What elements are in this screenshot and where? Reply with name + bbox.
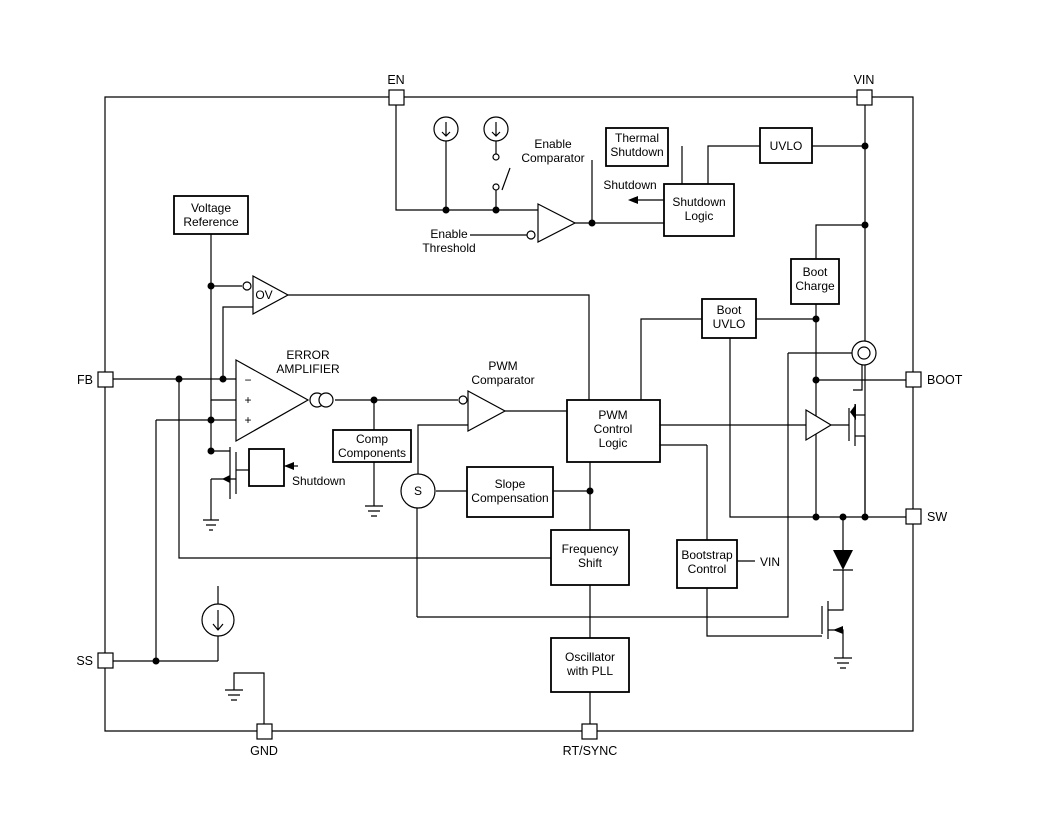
frequency-shift-block (550, 529, 630, 586)
pin-label-fb: FB (77, 373, 93, 387)
oscillator-pll-block (550, 637, 630, 693)
ov-label: OV (255, 288, 272, 302)
bootstrap-control-label-1: Bootstrap (681, 548, 733, 562)
pin-rt-sync (581, 723, 598, 740)
shutdown-logic-label-2: Logic (685, 209, 714, 223)
pin-label-boot: BOOT (927, 373, 963, 387)
ea-plus-input-2: + (244, 413, 251, 427)
high-side-fet-arrow-icon (850, 404, 856, 420)
voltage-reference-label-1: Voltage (191, 201, 231, 215)
summing-node-label: S (414, 484, 422, 498)
ov-comparator-symbol (242, 274, 290, 316)
boot-charge-label-1: Boot (803, 265, 828, 279)
shutdown-output-label: Shutdown (603, 178, 656, 192)
diode-icon (833, 550, 853, 571)
current-source-en-2 (483, 116, 509, 142)
enable-comparator-label-2: Comparator (521, 151, 584, 165)
uvlo-block (759, 127, 813, 164)
pin-label-rt-sync: RT/SYNC (563, 744, 618, 758)
gate-driver-symbol (805, 408, 833, 442)
pin-en (388, 89, 405, 106)
frequency-shift-label-1: Frequency (562, 542, 619, 556)
wires (104, 96, 914, 732)
pin-label-ss: SS (76, 654, 93, 668)
shutdown-ss-arrow-icon (284, 462, 294, 470)
pin-sw (905, 508, 922, 525)
pin-label-vin: VIN (854, 73, 875, 87)
thermal-shutdown-label-1: Thermal (615, 131, 659, 145)
pwm-control-label-3: Logic (599, 436, 628, 450)
pin-gnd (256, 723, 273, 740)
slope-compensation-block (466, 466, 554, 518)
bootstrap-control-block (676, 539, 738, 589)
ground-symbols (203, 505, 852, 701)
error-amplifier-label-1: ERROR (286, 348, 330, 362)
voltage-reference-label-2: Reference (183, 215, 239, 229)
pwm-comparator-symbol (458, 389, 507, 433)
current-sense-icon (851, 340, 877, 366)
oscillator-pll-label-1: Oscillator (565, 650, 615, 664)
pin-vin (856, 89, 873, 106)
pin-label-en: EN (387, 73, 404, 87)
pwm-comparator-label-2: Comparator (471, 373, 534, 387)
enable-threshold-label-1: Enable (430, 227, 468, 241)
error-amplifier-label-2: AMPLIFIER (276, 362, 340, 376)
pin-label-gnd: GND (250, 744, 278, 758)
shutdown-ss-label: Shutdown (292, 474, 345, 488)
pwm-control-logic-block (566, 399, 661, 463)
pin-ss (97, 652, 114, 669)
oscillator-pll-label-2: with PLL (566, 664, 613, 678)
pin-boot (905, 371, 922, 388)
error-amplifier-symbol (235, 358, 334, 443)
slope-compensation-label-2: Compensation (471, 491, 548, 505)
enable-comparator-label-1: Enable (534, 137, 572, 151)
low-side-fet-arrow-icon (833, 626, 843, 634)
current-source-ss (201, 603, 235, 637)
thermal-shutdown-block (605, 127, 669, 167)
boot-uvlo-label-2: UVLO (713, 317, 746, 331)
bootstrap-control-label-2: Control (688, 562, 727, 576)
comp-components-label-2: Components (338, 446, 406, 460)
shutdown-logic-label-1: Shutdown (672, 195, 725, 209)
boot-charge-label-2: Charge (795, 279, 835, 293)
switch-contact-bottom (492, 183, 500, 191)
shutdown-arrow-icon (628, 196, 638, 204)
summing-node (400, 473, 436, 509)
thermal-shutdown-label-2: Shutdown (610, 145, 663, 159)
shutdown-logic-block (663, 183, 735, 237)
enable-comparator-symbol (526, 203, 577, 243)
pwm-control-label-2: Control (594, 422, 633, 436)
ea-minus-input: − (244, 373, 251, 387)
boot-charge-block (790, 258, 840, 305)
comp-components-label-1: Comp (356, 432, 388, 446)
comp-components-block (332, 429, 412, 463)
boot-uvlo-block (701, 298, 757, 339)
slope-compensation-label-1: Slope (495, 477, 526, 491)
vin-bootstrap-label: VIN (760, 555, 780, 569)
ss-shutdown-block (248, 448, 285, 487)
uvlo-label: UVLO (770, 139, 803, 153)
boot-uvlo-label-1: Boot (717, 303, 742, 317)
junction-dots (152, 142, 869, 665)
ss-fet-arrow-icon (222, 475, 230, 483)
pin-fb (97, 371, 114, 388)
pwm-comparator-label-1: PWM (488, 359, 517, 373)
pwm-control-label-1: PWM (598, 408, 627, 422)
switch-contact-top (492, 153, 500, 161)
current-source-en-1 (433, 116, 459, 142)
frequency-shift-label-2: Shift (578, 556, 603, 570)
enable-threshold-label-2: Threshold (422, 241, 475, 255)
voltage-reference-block (173, 195, 249, 235)
ea-plus-input-1: + (244, 393, 251, 407)
pin-label-sw: SW (927, 510, 947, 524)
